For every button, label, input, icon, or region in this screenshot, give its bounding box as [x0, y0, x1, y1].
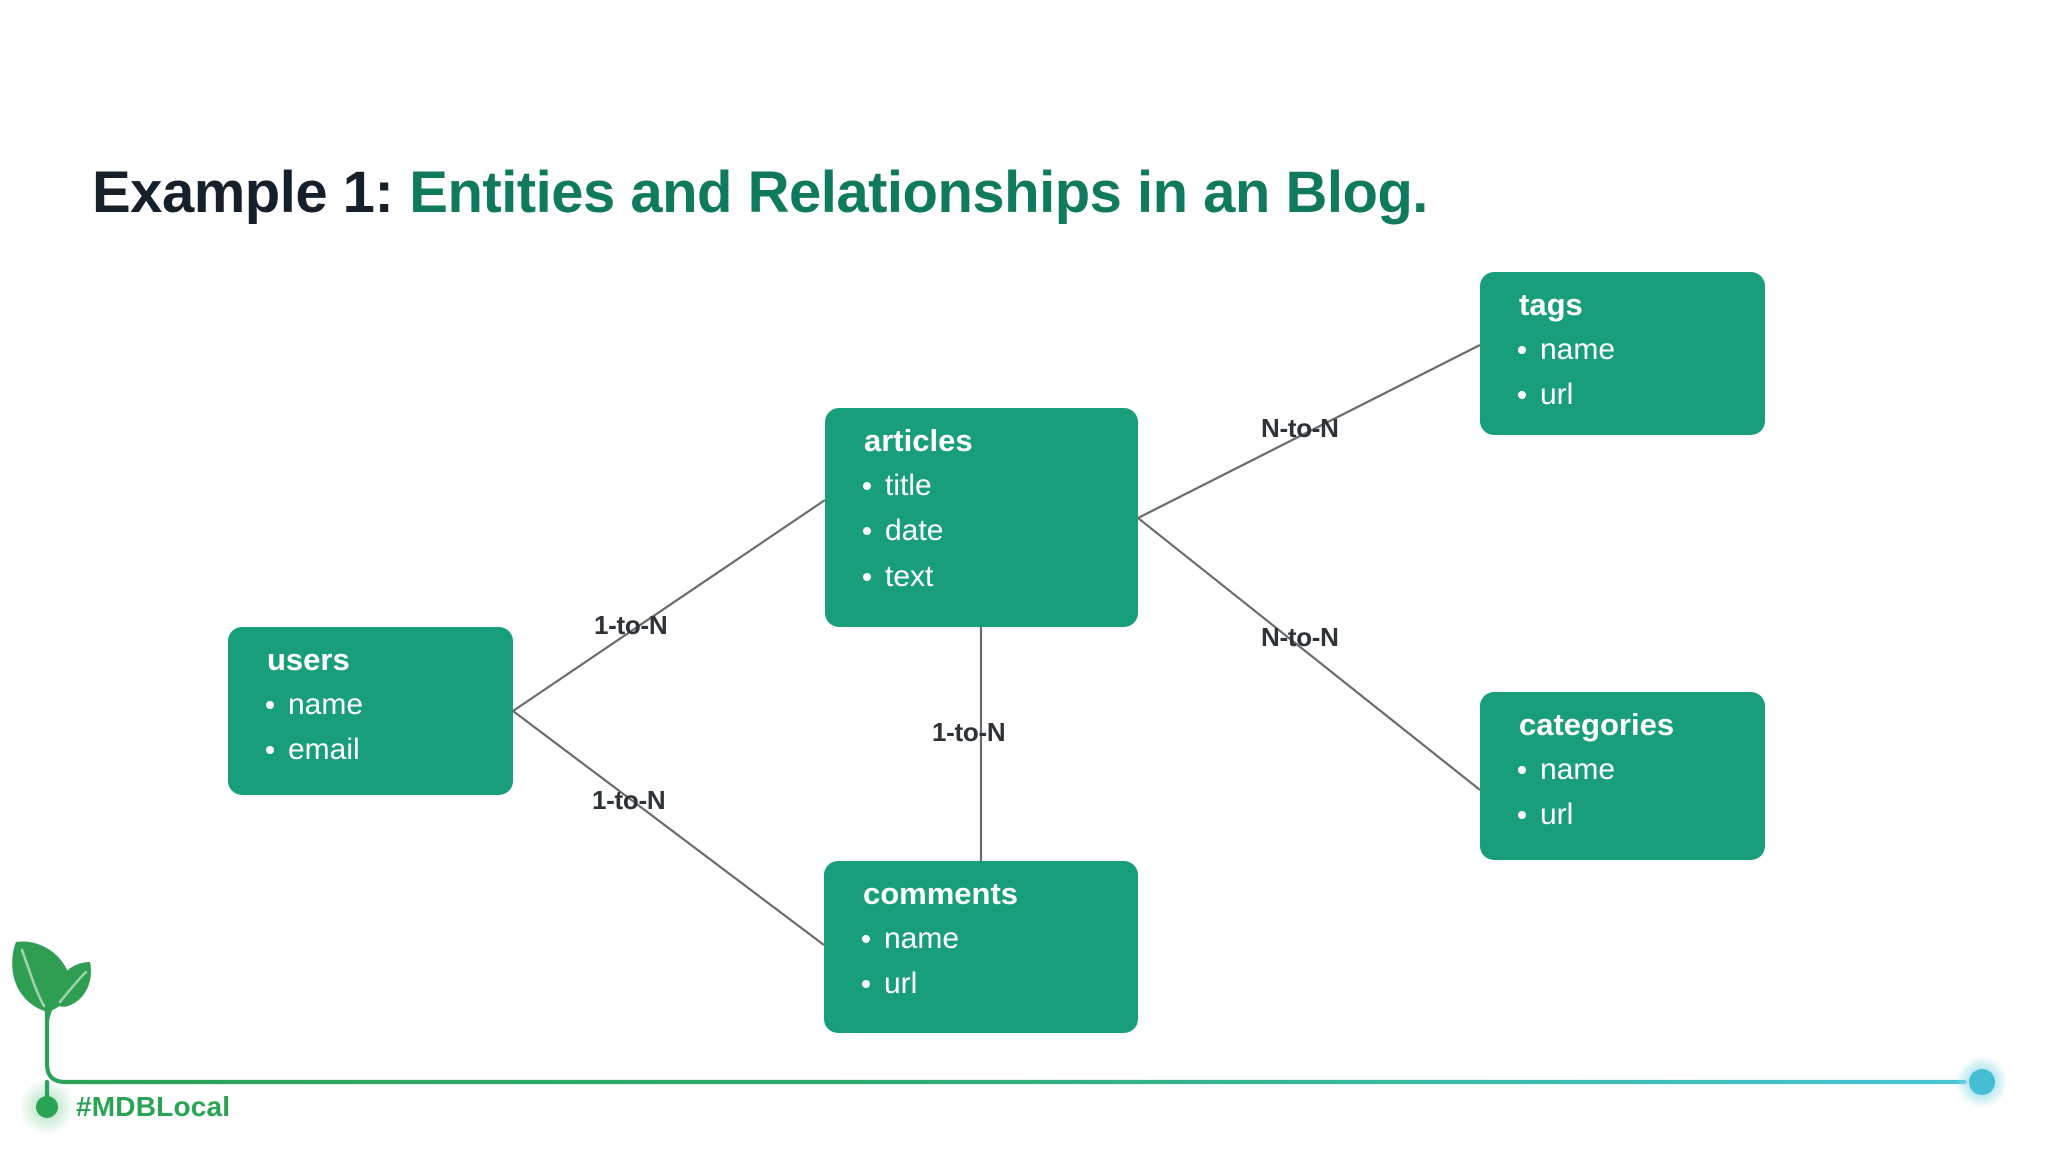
edge-users-comments — [512, 710, 825, 946]
entity-users[interactable]: users name email — [228, 627, 513, 795]
field-item: title — [863, 463, 1120, 509]
field-label: date — [885, 514, 944, 548]
field-label: text — [885, 559, 934, 593]
relationship-label-articles-comments: 1-to-N — [932, 717, 1006, 747]
edge-articles-categories — [1137, 517, 1481, 791]
entity-users-fields: name email — [258, 682, 495, 773]
field-item: date — [863, 508, 1120, 554]
bullet-icon — [1518, 765, 1526, 774]
entity-categories-title: categories — [1519, 707, 1675, 742]
entity-tags-title: tags — [1519, 287, 1583, 322]
field-label: url — [884, 967, 918, 1001]
relationship-label-articles-categories: N-to-N — [1261, 622, 1339, 652]
bullet-icon — [862, 934, 870, 943]
entity-categories-fields: name url — [1510, 747, 1747, 838]
field-item: url — [1518, 372, 1747, 418]
bullet-icon — [863, 527, 871, 536]
field-label: email — [288, 733, 360, 767]
field-label: name — [1540, 332, 1616, 366]
relationship-label-users-articles: 1-to-N — [594, 610, 668, 640]
bullet-icon — [1518, 391, 1526, 400]
title-main: Entities and Relationships in an Blog. — [409, 159, 1428, 225]
bullet-icon — [1518, 811, 1526, 820]
entity-users-title: users — [267, 642, 350, 677]
bullet-icon — [863, 572, 871, 581]
page-title: Example 1:Entities and Relationships in … — [92, 159, 1428, 225]
bullet-icon — [266, 700, 274, 709]
entity-comments-fields: name url — [854, 916, 1120, 1007]
field-item: name — [266, 682, 495, 728]
bullet-icon — [863, 481, 871, 490]
footer-hashtag: #MDBLocal — [76, 1091, 231, 1122]
field-item: text — [863, 554, 1120, 600]
bullet-icon — [266, 746, 274, 755]
entity-articles[interactable]: articles title date text — [825, 408, 1138, 627]
field-label: title — [885, 468, 932, 502]
field-item: name — [862, 916, 1120, 962]
bullet-icon — [862, 980, 870, 989]
field-item: name — [1518, 747, 1747, 793]
title-prefix: Example 1: — [92, 159, 394, 225]
relationship-label-articles-tags: N-to-N — [1261, 413, 1339, 443]
edge-users-articles — [512, 499, 826, 712]
field-item: email — [266, 727, 495, 773]
field-label: name — [288, 687, 364, 721]
entity-comments[interactable]: comments name url — [824, 861, 1138, 1033]
field-label: name — [1540, 752, 1616, 786]
entity-comments-title: comments — [863, 876, 1019, 911]
field-item: url — [862, 961, 1120, 1007]
entity-categories[interactable]: categories name url — [1480, 692, 1765, 860]
entity-articles-title: articles — [864, 423, 973, 458]
field-item: name — [1518, 327, 1747, 373]
field-label: url — [1540, 798, 1574, 832]
entity-tags-fields: name url — [1510, 327, 1747, 418]
entity-articles-fields: title date text — [855, 463, 1120, 600]
relationship-label-users-comments: 1-to-N — [592, 785, 666, 815]
entity-tags[interactable]: tags name url — [1480, 272, 1765, 435]
field-label: url — [1540, 378, 1574, 412]
field-item: url — [1518, 792, 1747, 838]
bullet-icon — [1518, 345, 1526, 354]
field-label: name — [884, 921, 960, 955]
